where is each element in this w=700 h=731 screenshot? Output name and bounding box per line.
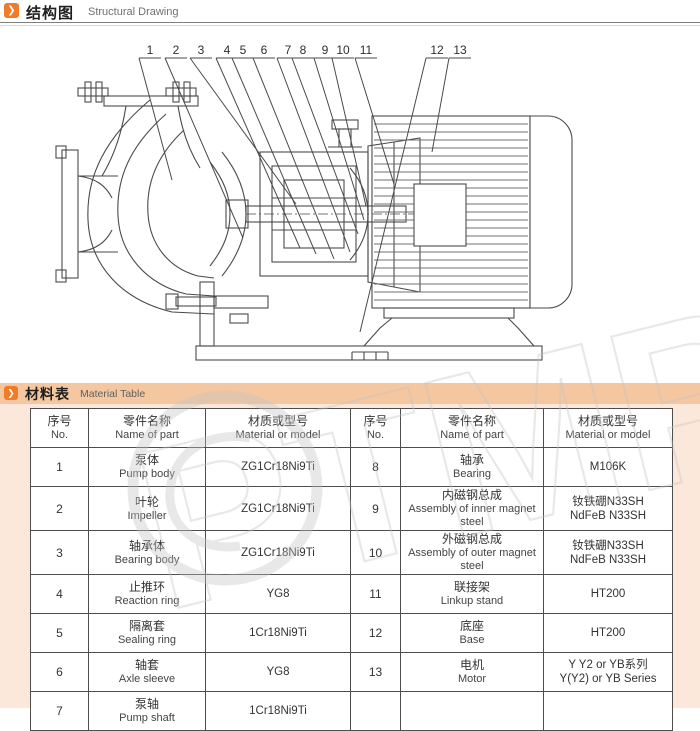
structural-drawing-title-zh: 结构图 [26,5,75,22]
cell-no: 2 [30,486,89,531]
callout-8: 8 [300,43,307,57]
chevron-right-icon: ❯ [4,386,18,400]
cell-part-name [400,691,544,731]
cell-no: 4 [30,574,89,614]
cell-no: 5 [30,613,89,653]
base-plate-outline [195,345,543,361]
material-table-header: ❯ 材料表 Material Table [0,383,700,404]
motor-nameplate [413,183,467,247]
pump-assembly-outline [55,81,573,361]
suction-flange [61,149,79,279]
callout-9: 9 [322,43,329,57]
cell-material: M106K [543,447,673,487]
cell-material [543,691,673,731]
cell-material: YG8 [205,574,351,614]
callout-4: 4 [224,43,231,57]
flange-bolt-icon [77,87,109,97]
cell-no: 1 [30,447,89,487]
cell-no: 12 [350,613,401,653]
structural-drawing-title-en: Structural Drawing [88,6,179,18]
callout-1: 1 [147,43,154,57]
cell-no: 11 [350,574,401,614]
callout-13: 13 [453,43,467,57]
callout-3: 3 [198,43,205,57]
cell-no: 10 [350,530,401,575]
cell-material: 1Cr18Ni9Ti [205,613,351,653]
pump-structural-drawing: 1 2 3 4 5 6 7 8 9 10 11 12 13 [55,43,573,361]
cell-no: 6 [30,652,89,692]
cell-no [350,691,401,731]
cell-material: ZG1Cr18Ni9Ti [205,530,351,575]
header-divider [0,22,700,26]
callout-2: 2 [173,43,180,57]
pump-support-foot [199,281,215,347]
callout-12: 12 [430,43,444,57]
discharge-flange [103,95,199,107]
cell-material: 1Cr18Ni9Ti [205,691,351,731]
material-table-title-en: Material Table [80,388,146,400]
drawing-callouts: 1 2 3 4 5 6 7 8 9 10 11 12 13 [147,43,467,57]
motor-end-cap [529,115,573,309]
cell-no: 3 [30,530,89,575]
cell-no: 9 [350,486,401,531]
structural-drawing-header: ❯ 结构图 Structural Drawing [0,0,700,26]
cell-material: ZG1Cr18Ni9Ti [205,447,351,487]
callout-11: 11 [360,43,373,57]
cell-material: HT200 [543,613,673,653]
material-table-title-zh: 材料表 [25,386,70,402]
cell-no: 8 [350,447,401,487]
cell-material: HT200 [543,574,673,614]
chevron-right-icon: ❯ [4,3,19,18]
cell-no: 13 [350,652,401,692]
callout-7: 7 [285,43,292,57]
pump-body-outline [87,99,215,315]
cell-no: 7 [30,691,89,731]
callout-6: 6 [261,43,268,57]
base-pedestal-outline [362,317,536,347]
cell-material: ZG1Cr18Ni9Ti [205,486,351,531]
callout-leader-lines [138,57,471,333]
callout-5: 5 [240,43,247,57]
callout-10: 10 [336,43,350,57]
cell-material: YG8 [205,652,351,692]
